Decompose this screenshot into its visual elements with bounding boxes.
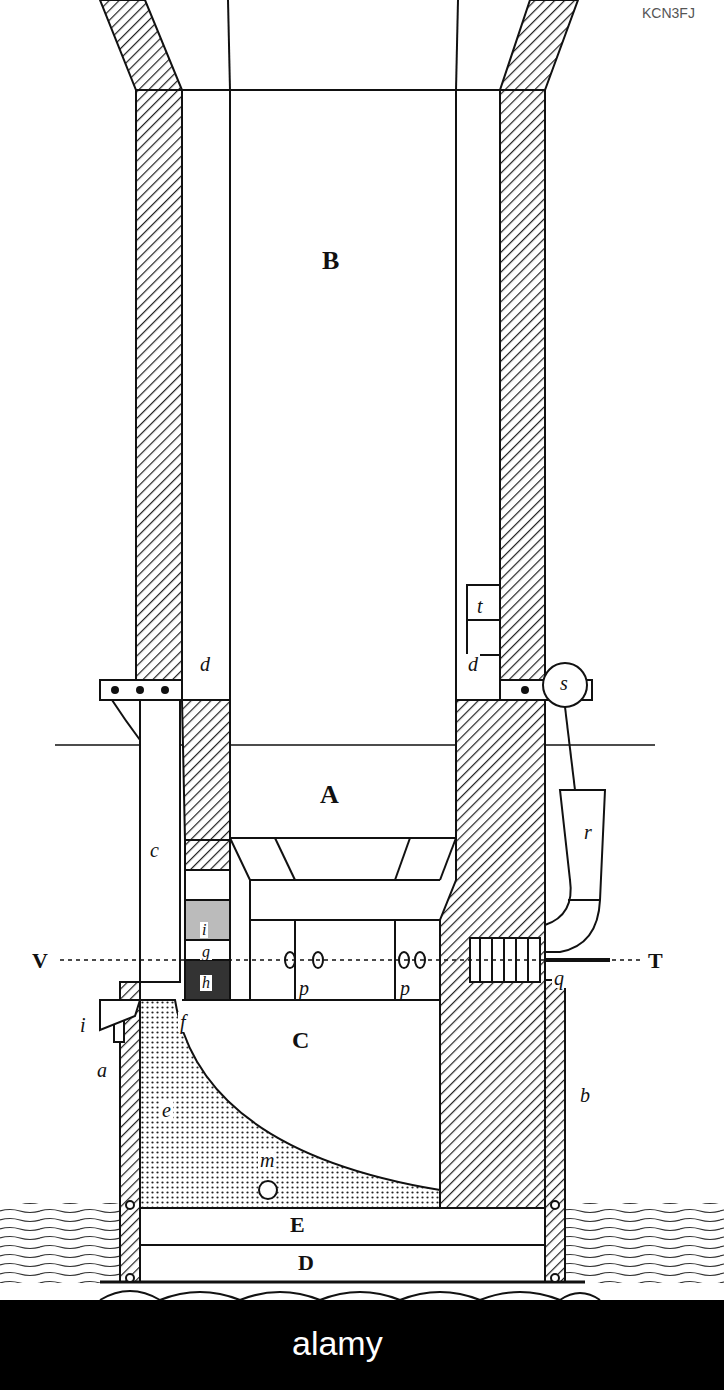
part-letter: T	[646, 950, 665, 972]
part-letter: D	[296, 1252, 316, 1274]
part-letter: E	[288, 1214, 307, 1236]
part-letter: e	[160, 1100, 173, 1120]
part-letter: t	[475, 596, 485, 616]
part-letter: h	[200, 975, 212, 991]
part-letter: p	[398, 978, 412, 998]
part-letter: m	[258, 1150, 276, 1170]
part-letter: p	[297, 978, 311, 998]
part-letter: d	[466, 654, 480, 674]
part-letter: q	[552, 968, 566, 988]
part-letter: s	[558, 673, 570, 693]
part-letter: A	[318, 782, 341, 808]
watermark: alamy	[290, 1326, 385, 1360]
part-letter: C	[290, 1028, 311, 1052]
part-letter: c	[148, 840, 161, 860]
part-letter: i	[78, 1015, 88, 1035]
part-letter: g	[200, 944, 212, 960]
part-letter: B	[320, 248, 341, 274]
part-letter: d	[198, 654, 212, 674]
part-letter: a	[95, 1060, 109, 1080]
part-letter: i	[200, 922, 208, 938]
part-letter: f	[178, 1012, 188, 1032]
image-id: KCN3FJ	[640, 6, 697, 20]
part-letter: r	[582, 822, 594, 842]
part-letter: V	[30, 950, 50, 972]
part-letter: b	[578, 1085, 592, 1105]
